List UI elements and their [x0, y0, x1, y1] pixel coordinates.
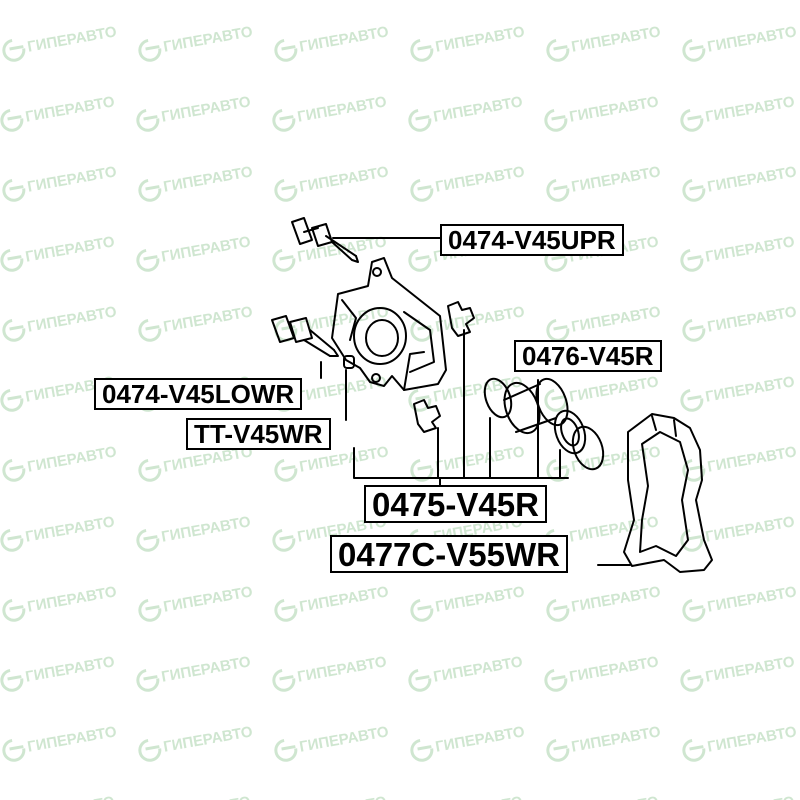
brand-swoosh-icon	[136, 248, 160, 272]
brand-swoosh-icon	[680, 248, 704, 272]
piston-kit-part	[483, 377, 605, 471]
part-label-piston-kit[interactable]: 0476-V45R	[514, 340, 662, 372]
brand-swoosh-icon	[546, 598, 570, 622]
brand-swoosh-icon	[274, 318, 298, 342]
brand-swoosh-icon	[274, 738, 298, 762]
brand-swoosh-icon	[0, 668, 24, 692]
brand-swoosh-icon	[408, 248, 432, 272]
brand-swoosh-icon	[680, 388, 704, 412]
leader-lines	[320, 237, 631, 566]
brand-swoosh-icon	[138, 38, 162, 62]
brand-swoosh-icon	[546, 738, 570, 762]
brand-swoosh-icon	[410, 738, 434, 762]
brand-swoosh-icon	[682, 178, 706, 202]
brand-swoosh-icon	[408, 668, 432, 692]
brand-swoosh-icon	[138, 738, 162, 762]
part-label-lower-bolt[interactable]: 0474-V45LOWR	[94, 378, 303, 410]
brand-swoosh-icon	[2, 178, 26, 202]
part-label-upper-bolt[interactable]: 0474-V45UPR	[440, 224, 624, 256]
brand-swoosh-icon	[680, 108, 704, 132]
brand-swoosh-icon	[680, 668, 704, 692]
brand-swoosh-icon	[2, 318, 26, 342]
brand-swoosh-icon	[0, 108, 24, 132]
brand-swoosh-icon	[410, 38, 434, 62]
brand-swoosh-icon	[0, 388, 24, 412]
brand-swoosh-icon	[272, 108, 296, 132]
brand-swoosh-icon	[410, 178, 434, 202]
brand-swoosh-icon	[138, 178, 162, 202]
brand-swoosh-icon	[682, 318, 706, 342]
brand-swoosh-icon	[680, 528, 704, 552]
brand-swoosh-icon	[2, 598, 26, 622]
brand-swoosh-icon	[2, 38, 26, 62]
brand-swoosh-icon	[136, 668, 160, 692]
brand-swoosh-icon	[410, 598, 434, 622]
part-label-sleeve[interactable]: TT-V45WR	[186, 418, 331, 450]
brand-swoosh-icon	[682, 38, 706, 62]
brand-swoosh-icon	[136, 528, 160, 552]
brand-swoosh-icon	[2, 458, 26, 482]
brand-swoosh-icon	[682, 598, 706, 622]
brand-swoosh-icon	[0, 248, 24, 272]
brand-swoosh-icon	[274, 38, 298, 62]
brand-swoosh-icon	[138, 598, 162, 622]
caliper-support-part	[623, 413, 713, 573]
upper-bolt-part	[291, 217, 359, 263]
brand-swoosh-icon	[546, 318, 570, 342]
brand-swoosh-icon	[274, 178, 298, 202]
brand-swoosh-icon	[544, 668, 568, 692]
brand-swoosh-icon	[0, 528, 24, 552]
boot-parts	[413, 301, 475, 433]
brand-swoosh-icon	[272, 528, 296, 552]
brand-swoosh-icon	[272, 248, 296, 272]
brand-swoosh-icon	[682, 738, 706, 762]
brand-swoosh-icon	[138, 458, 162, 482]
lower-bolt-part	[271, 315, 355, 369]
brand-swoosh-icon	[544, 108, 568, 132]
part-label-support[interactable]: 0477C-V55WR	[330, 535, 568, 573]
brand-swoosh-icon	[136, 108, 160, 132]
brand-swoosh-icon	[272, 668, 296, 692]
brand-swoosh-icon	[274, 598, 298, 622]
brand-swoosh-icon	[546, 178, 570, 202]
brand-swoosh-icon	[274, 458, 298, 482]
part-label-repair-kit[interactable]: 0475-V45R	[364, 485, 547, 523]
brand-swoosh-icon	[546, 38, 570, 62]
brand-swoosh-icon	[2, 738, 26, 762]
brand-swoosh-icon	[544, 388, 568, 412]
brand-swoosh-icon	[138, 318, 162, 342]
brand-swoosh-icon	[408, 108, 432, 132]
caliper-body-part	[331, 257, 447, 391]
